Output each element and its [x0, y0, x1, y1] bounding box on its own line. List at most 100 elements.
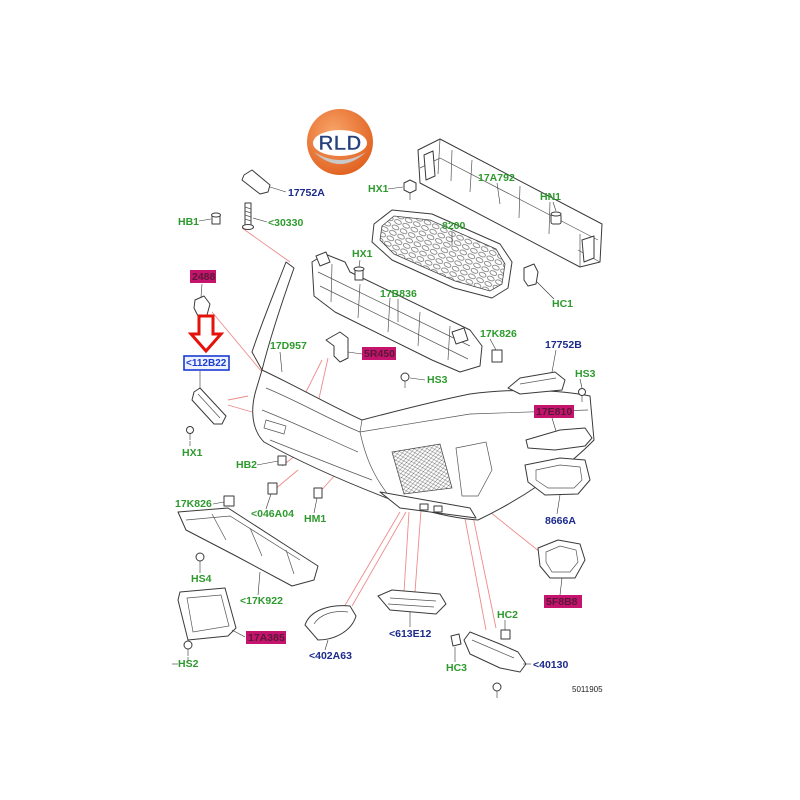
callout-label: HB2	[236, 459, 257, 471]
leader	[489, 338, 497, 351]
callout-label: HC1	[552, 298, 573, 310]
surround-body	[524, 457, 591, 496]
front-grille	[371, 209, 513, 299]
logo-center	[313, 130, 367, 156]
callout-label: 17K826	[175, 498, 212, 510]
bolt-30330	[242, 202, 254, 230]
screw-HM1	[313, 487, 323, 499]
screw-head	[578, 388, 586, 396]
bracket-40130	[463, 631, 527, 673]
part-body	[304, 605, 357, 641]
clip-2488	[193, 295, 211, 317]
nut-top	[550, 211, 562, 217]
callout-label: HS3	[427, 374, 448, 386]
leader	[257, 571, 261, 596]
leader	[551, 349, 557, 373]
absorber-body	[311, 253, 483, 373]
cover-detail	[197, 393, 221, 419]
part-613E12	[377, 589, 447, 615]
bezel-body	[525, 427, 593, 451]
leader	[552, 201, 557, 212]
callout-label-highlighted: 17A385	[248, 632, 285, 644]
absorber-tab-right	[451, 327, 469, 345]
bumper-lower-grille	[391, 443, 453, 495]
surround-inner	[535, 464, 583, 489]
logo-lower-shade	[314, 152, 366, 164]
red-leader	[351, 511, 407, 607]
clip-body	[267, 482, 278, 495]
callout-label: HX1	[368, 183, 389, 195]
leader	[212, 501, 225, 505]
red-arrow-indicator	[187, 314, 225, 354]
bracket-body	[463, 631, 527, 673]
clip-body	[500, 629, 511, 640]
callout-label: <17K922	[240, 595, 283, 607]
plate-bracket-17A385	[177, 587, 237, 641]
clip-body	[223, 495, 235, 507]
callout-label: HB1	[178, 216, 199, 228]
red-leader	[211, 311, 263, 373]
red-leader	[227, 404, 253, 413]
leader	[409, 377, 426, 381]
bracket-body	[507, 371, 566, 395]
callout-label: <40130	[533, 659, 568, 671]
leader	[198, 218, 212, 222]
screw-HS4	[195, 552, 205, 568]
clip-17K826-lower	[223, 495, 235, 507]
leader	[358, 259, 361, 268]
callout-label: 17752B	[545, 339, 582, 351]
clip-body	[491, 349, 503, 363]
callout-label: HX1	[182, 447, 203, 459]
bracket-detail	[519, 377, 557, 385]
leader	[559, 577, 563, 596]
leader	[313, 497, 318, 514]
selected-part-box	[183, 355, 230, 371]
part-body	[377, 589, 447, 615]
absorber-detail	[317, 263, 471, 361]
screw-head	[183, 640, 193, 650]
callout-label: HS2	[178, 658, 199, 670]
grille-mesh	[379, 215, 506, 292]
bumper-beam	[417, 138, 603, 268]
highlight-box	[534, 405, 574, 418]
undertray-17K922	[177, 507, 319, 587]
bracket-detail	[471, 639, 515, 659]
leader	[347, 351, 363, 355]
part-402A63	[304, 605, 357, 641]
callout-label-selected: <112B22	[186, 358, 227, 369]
screw-head	[400, 372, 410, 382]
clip-body	[193, 295, 211, 317]
leader	[200, 283, 203, 298]
clip-head	[211, 212, 221, 218]
clip-HC3	[450, 633, 462, 647]
screw-bottom	[492, 682, 502, 698]
highlight-box	[246, 631, 286, 644]
tow-eye-cover	[419, 503, 429, 511]
bezel-17E810	[525, 427, 593, 451]
logo-text: RLD	[318, 132, 361, 155]
clip-HX1-mid	[353, 266, 365, 281]
leader	[579, 378, 583, 389]
upper-absorber	[311, 251, 483, 373]
callout-label: 8666A	[545, 515, 576, 527]
highlight-box	[362, 347, 396, 360]
label-leader-lines	[172, 182, 583, 665]
callout-label: 8200	[442, 220, 466, 232]
leader	[387, 186, 404, 190]
plate-bracket-body	[177, 587, 237, 641]
bumper-cover	[251, 261, 595, 521]
beam-end-bracket-left	[423, 150, 436, 181]
screw-HS3-right	[578, 388, 586, 402]
drawing-reference: 5011905	[572, 685, 603, 694]
surround-inner	[545, 545, 579, 573]
rld-logo: RLD	[307, 109, 373, 175]
callout-label-highlighted: 17E810	[536, 406, 572, 418]
bumper-cover-detail	[261, 387, 589, 501]
leader	[496, 182, 501, 205]
red-leader	[403, 511, 410, 593]
bracket-5R450	[325, 331, 349, 363]
red-leader	[414, 509, 422, 593]
red-leader	[227, 395, 249, 401]
red-leader	[343, 511, 401, 608]
